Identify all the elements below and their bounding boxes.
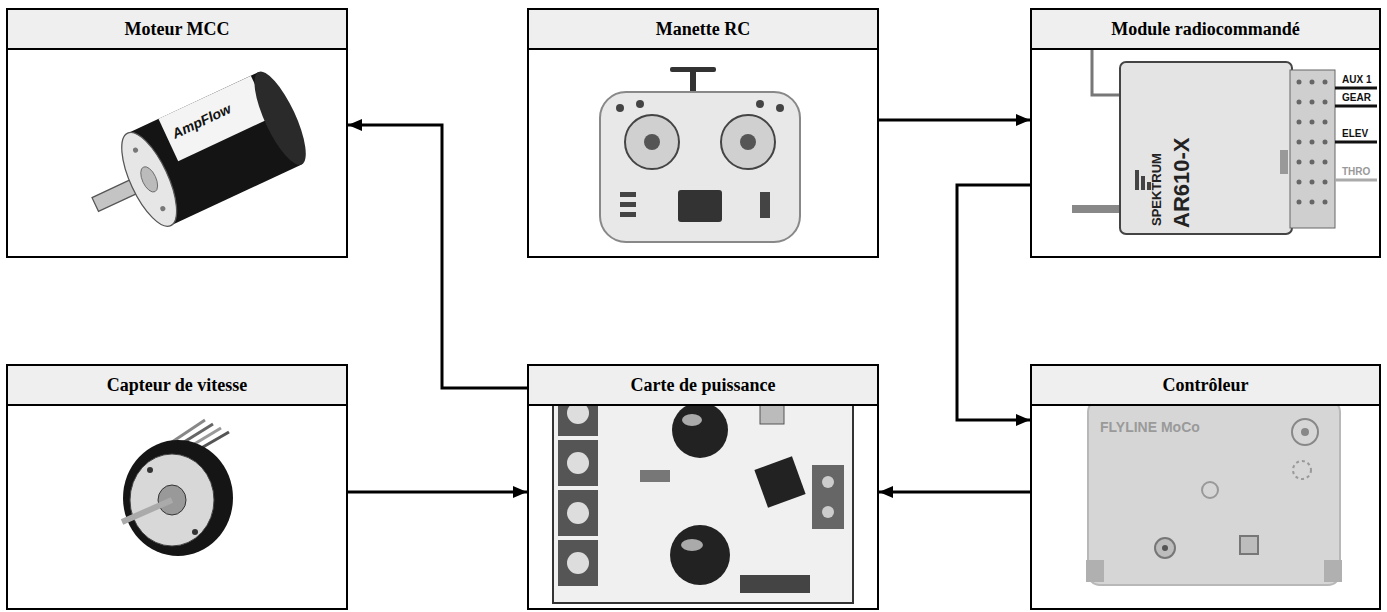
printed-label: FLYLINE MoCo	[1100, 420, 1200, 435]
printed-label: THRO	[1342, 166, 1370, 177]
receiver-picture	[1072, 40, 1377, 234]
printed-label: ELEV	[1342, 128, 1368, 139]
box-header: Contrôleur	[1032, 366, 1379, 406]
box-title: Moteur MCC	[124, 19, 229, 40]
sensor-picture	[122, 420, 233, 556]
signal-arrow	[879, 119, 1030, 122]
box-title: Carte de puissance	[631, 375, 776, 396]
component-box: Carte de puissance	[527, 364, 879, 610]
box-title: Capteur de vitesse	[107, 375, 248, 396]
component-box: Contrôleur	[1030, 364, 1381, 610]
box-header: Capteur de vitesse	[8, 366, 346, 406]
component-box: Capteur de vitesse	[6, 364, 348, 610]
box-title: Module radiocommandé	[1111, 19, 1300, 40]
signal-arrow	[879, 491, 1030, 494]
box-header: Manette RC	[529, 10, 877, 50]
component-box: Manette RC	[527, 8, 879, 258]
box-header: Moteur MCC	[8, 10, 346, 50]
box-header: Carte de puissance	[529, 366, 877, 406]
printed-label: SPEKTRUM	[1150, 153, 1164, 226]
remote-picture	[600, 67, 800, 242]
motor-picture	[74, 66, 316, 251]
box-title: Manette RC	[656, 19, 750, 40]
signal-arrow	[957, 185, 1030, 420]
controller-picture	[1086, 400, 1342, 585]
printed-label: AR610-X	[1170, 138, 1194, 228]
signal-arrow	[348, 125, 527, 388]
signal-arrow	[348, 491, 527, 494]
printed-label: AUX 1	[1342, 74, 1371, 85]
component-box: Module radiocommandé	[1030, 8, 1381, 258]
box-title: Contrôleur	[1163, 375, 1249, 396]
printed-label: GEAR	[1342, 92, 1371, 103]
box-header: Module radiocommandé	[1032, 10, 1379, 50]
board-picture	[553, 378, 853, 603]
